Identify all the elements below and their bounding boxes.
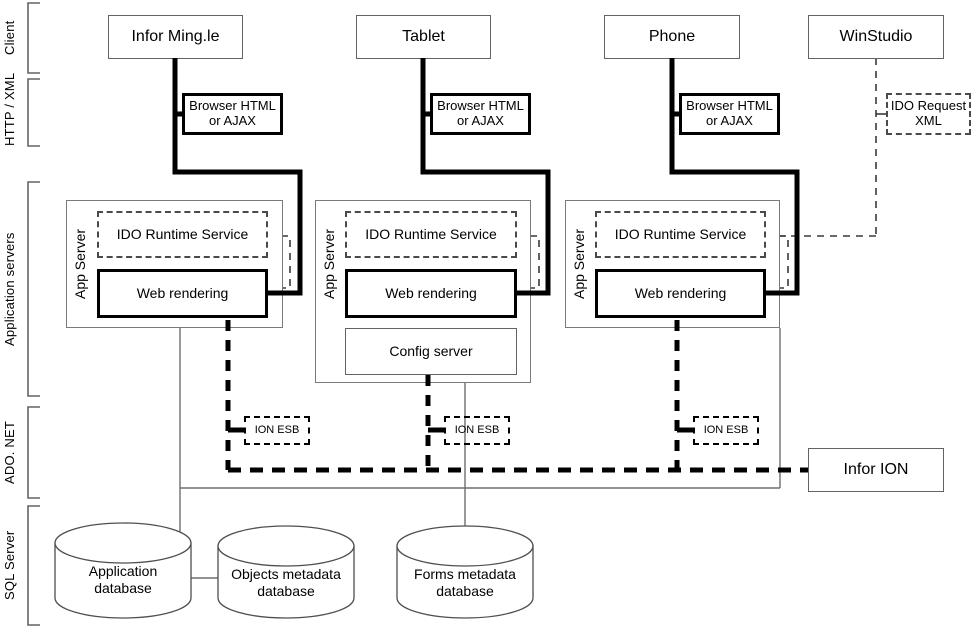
client-node-tablet[interactable]: Tablet [356,15,491,59]
browser-1-line1: Browser HTML [189,98,276,114]
lane-bracket-sql-server [27,505,40,626]
app-server-1-title: App Server [72,228,88,300]
app-server-2-title: App Server [321,228,337,300]
browser-2-line2: or AJAX [457,113,504,128]
transport-node-ido-request-xml[interactable]: IDO Request XML [886,93,971,135]
ido-request-xml-line1: IDO Request [890,98,967,114]
lane-label-http-xml: HTTP / XML [2,72,17,146]
component-web-rendering-1[interactable]: Web rendering [97,269,268,318]
lane-label-ado-net: ADO. NET [2,421,17,484]
client-node-winstudio[interactable]: WinStudio [808,15,944,59]
component-config-server[interactable]: Config server [345,328,517,375]
transport-node-browser-2[interactable]: Browser HTML or AJAX [430,93,531,135]
component-web-rendering-2[interactable]: Web rendering [345,269,517,318]
browser-1-line2: or AJAX [209,113,256,128]
app-server-3-title: App Server [571,228,587,300]
client-node-phone[interactable]: Phone [604,15,740,59]
lane-bracket-ado-net [27,406,40,499]
node-ion-esb-2[interactable]: ION ESB [444,416,510,445]
lane-label-client: Client [2,20,17,56]
lane-label-application-servers: Application servers [2,232,17,346]
node-infor-ion[interactable]: Infor ION [808,448,944,492]
node-ion-esb-3[interactable]: ION ESB [693,416,759,445]
lane-bracket-http-xml [27,78,40,147]
browser-3-line2: or AJAX [706,113,753,128]
transport-node-browser-3[interactable]: Browser HTML or AJAX [679,93,780,135]
node-ion-esb-1[interactable]: ION ESB [244,416,310,445]
client-node-infor-mingle[interactable]: Infor Ming.le [108,15,243,59]
lane-bracket-client [27,2,40,74]
component-ido-runtime-service-2[interactable]: IDO Runtime Service [345,211,517,258]
browser-3-line1: Browser HTML [686,98,773,114]
ido-request-xml-line2: XML [915,113,942,128]
browser-2-line1: Browser HTML [437,98,524,114]
component-ido-runtime-service-1[interactable]: IDO Runtime Service [97,211,268,258]
component-ido-runtime-service-3[interactable]: IDO Runtime Service [595,211,766,258]
lane-bracket-application-servers [27,181,40,397]
lane-brackets [27,2,40,626]
component-web-rendering-3[interactable]: Web rendering [595,269,766,318]
transport-node-browser-1[interactable]: Browser HTML or AJAX [182,93,283,135]
lane-label-sql-server: SQL Server [2,530,17,601]
